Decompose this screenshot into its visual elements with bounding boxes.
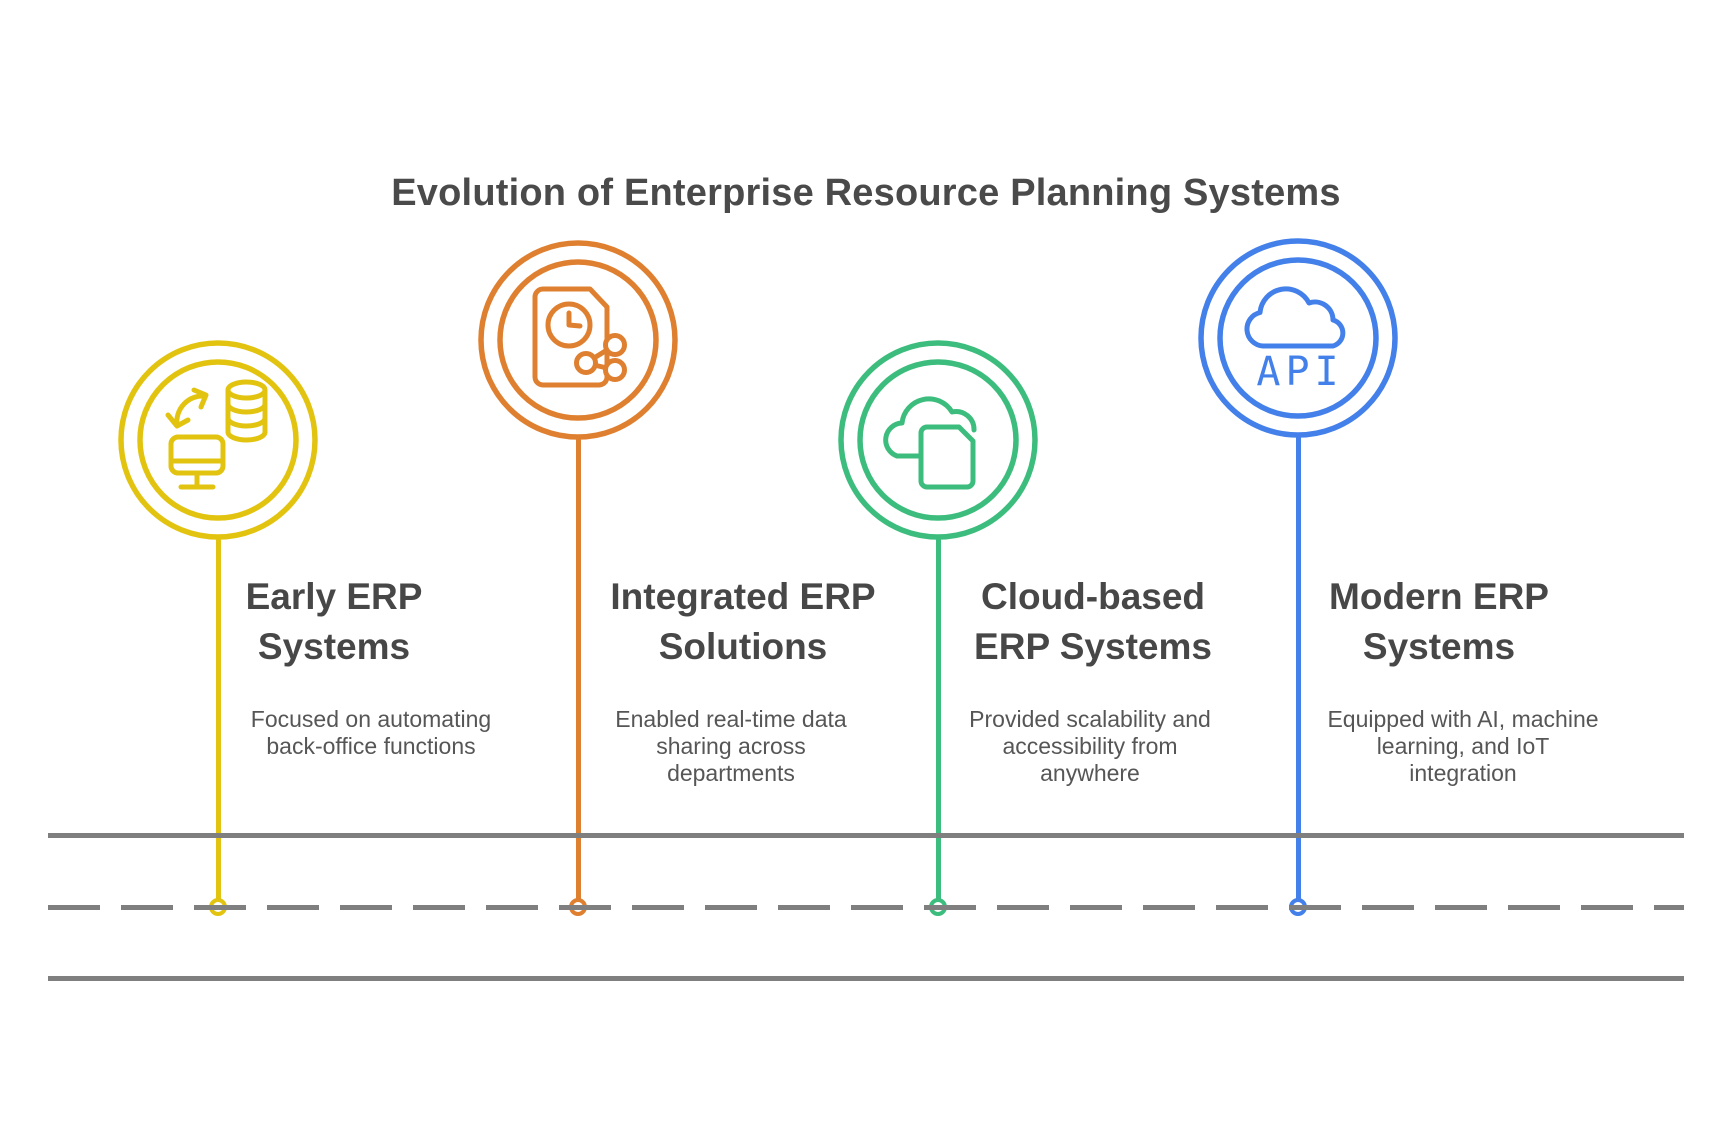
milestone-description: Equipped with AI, machine learning, and … (1327, 706, 1599, 786)
road-bottom-line (48, 976, 1684, 981)
milestone-heading: Cloud-based ERP Systems (974, 576, 1212, 667)
road-dashed-line (48, 905, 1684, 910)
milestone-description: Provided scalability and accessibility f… (969, 706, 1211, 786)
cloud-document-icon (833, 335, 1043, 545)
milestone-description: Focused on automating back-office functi… (250, 706, 492, 759)
document-clock-share-icon (473, 235, 683, 445)
timeline-stem (576, 438, 581, 902)
milestone-heading: Integrated ERP Solutions (610, 576, 876, 667)
timeline-stem (936, 538, 941, 902)
api-label: API (1256, 349, 1343, 395)
page-title: Evolution of Enterprise Resource Plannin… (391, 172, 1341, 215)
milestone-description: Enabled real-time data sharing across de… (615, 706, 847, 786)
road-top-line (48, 833, 1684, 838)
cloud-api-icon: API (1193, 233, 1403, 443)
timeline-stem (1296, 436, 1301, 902)
milestone-heading: Early ERP Systems (245, 576, 423, 667)
monitor-database-sync-icon (113, 335, 323, 545)
timeline-stem (216, 538, 221, 902)
milestone-heading: Modern ERP Systems (1329, 576, 1549, 667)
